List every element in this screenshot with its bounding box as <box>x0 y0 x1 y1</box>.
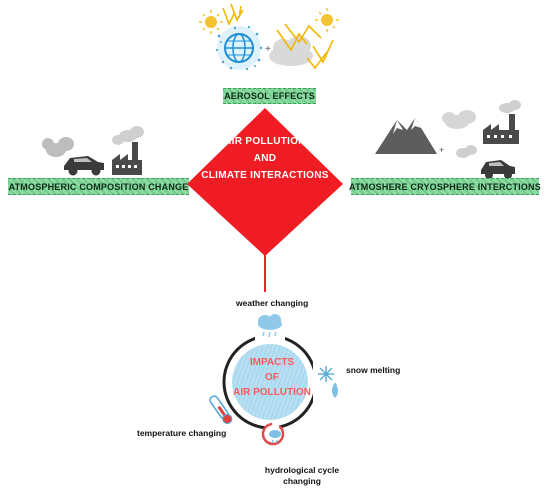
temperature-changing-label: temperature changing <box>137 428 227 438</box>
center-diamond <box>187 108 343 256</box>
factory-icon <box>112 142 142 175</box>
sun-icon <box>199 10 223 34</box>
impacts-title-line-1: IMPACTS <box>249 357 295 368</box>
center-title-line-3: CLIMATE INTERACTIONS <box>201 170 329 181</box>
car-icon <box>481 160 515 178</box>
snowflake-icon <box>318 366 334 382</box>
cryosphere-interactions-label: ATMOSHERE CRYOSPHERE INTERCTIONS <box>349 178 541 195</box>
impacts-title-line-2: OF <box>265 372 279 383</box>
mountain-icon <box>375 118 437 154</box>
center-title: AIR POLLUTION AND CLIMATE INTERACTIONS <box>185 133 345 184</box>
atmospheric-composition-text: ATMOSPHERIC COMPOSITION CHANGE <box>8 181 189 192</box>
impact-circle <box>232 344 308 420</box>
cryosphere-illustration: + <box>375 100 521 178</box>
svg-text:+: + <box>439 145 444 155</box>
sun-icon <box>315 8 339 32</box>
svg-text:+: + <box>265 44 271 55</box>
rain-cloud-icon <box>255 314 285 340</box>
cloud-icon <box>269 36 313 66</box>
cloud-icon <box>442 110 476 129</box>
impacts-cycle <box>209 314 341 446</box>
hydrological-cycle-label: hydrological cycle changing <box>252 465 352 487</box>
factory-icon <box>483 114 519 144</box>
atmospheric-composition-label: ATMOSPHERIC COMPOSITION CHANGE <box>8 178 189 195</box>
snow-melting-label: snow melting <box>346 365 401 375</box>
weather-changing-label: weather changing <box>236 298 309 308</box>
hydrological-cycle-line-2: changing <box>283 476 321 486</box>
car-icon <box>64 156 104 176</box>
hydrological-cycle-line-1: hydrological cycle <box>264 465 340 475</box>
aerosol-effects-text: AEROSOL EFFECTS <box>224 91 315 101</box>
aerosol-effects-label: AEROSOL EFFECTS <box>223 88 316 104</box>
impacts-title: IMPACTS OF AIR POLLUTION <box>232 355 312 400</box>
composition-illustration <box>42 126 144 176</box>
thermometer-icon <box>209 395 233 425</box>
impacts-title-line-3: AIR POLLUTION <box>233 387 311 398</box>
water-drop-icon <box>332 382 338 398</box>
center-title-line-2: AND <box>253 153 277 164</box>
aerosol-illustration: + <box>199 3 339 71</box>
center-title-line-1: AIR POLLUTION <box>224 136 306 147</box>
cycle-icon <box>261 422 285 446</box>
cryosphere-interactions-text: ATMOSHERE CRYOSPHERE INTERCTIONS <box>349 181 541 192</box>
globe-icon <box>215 25 263 71</box>
